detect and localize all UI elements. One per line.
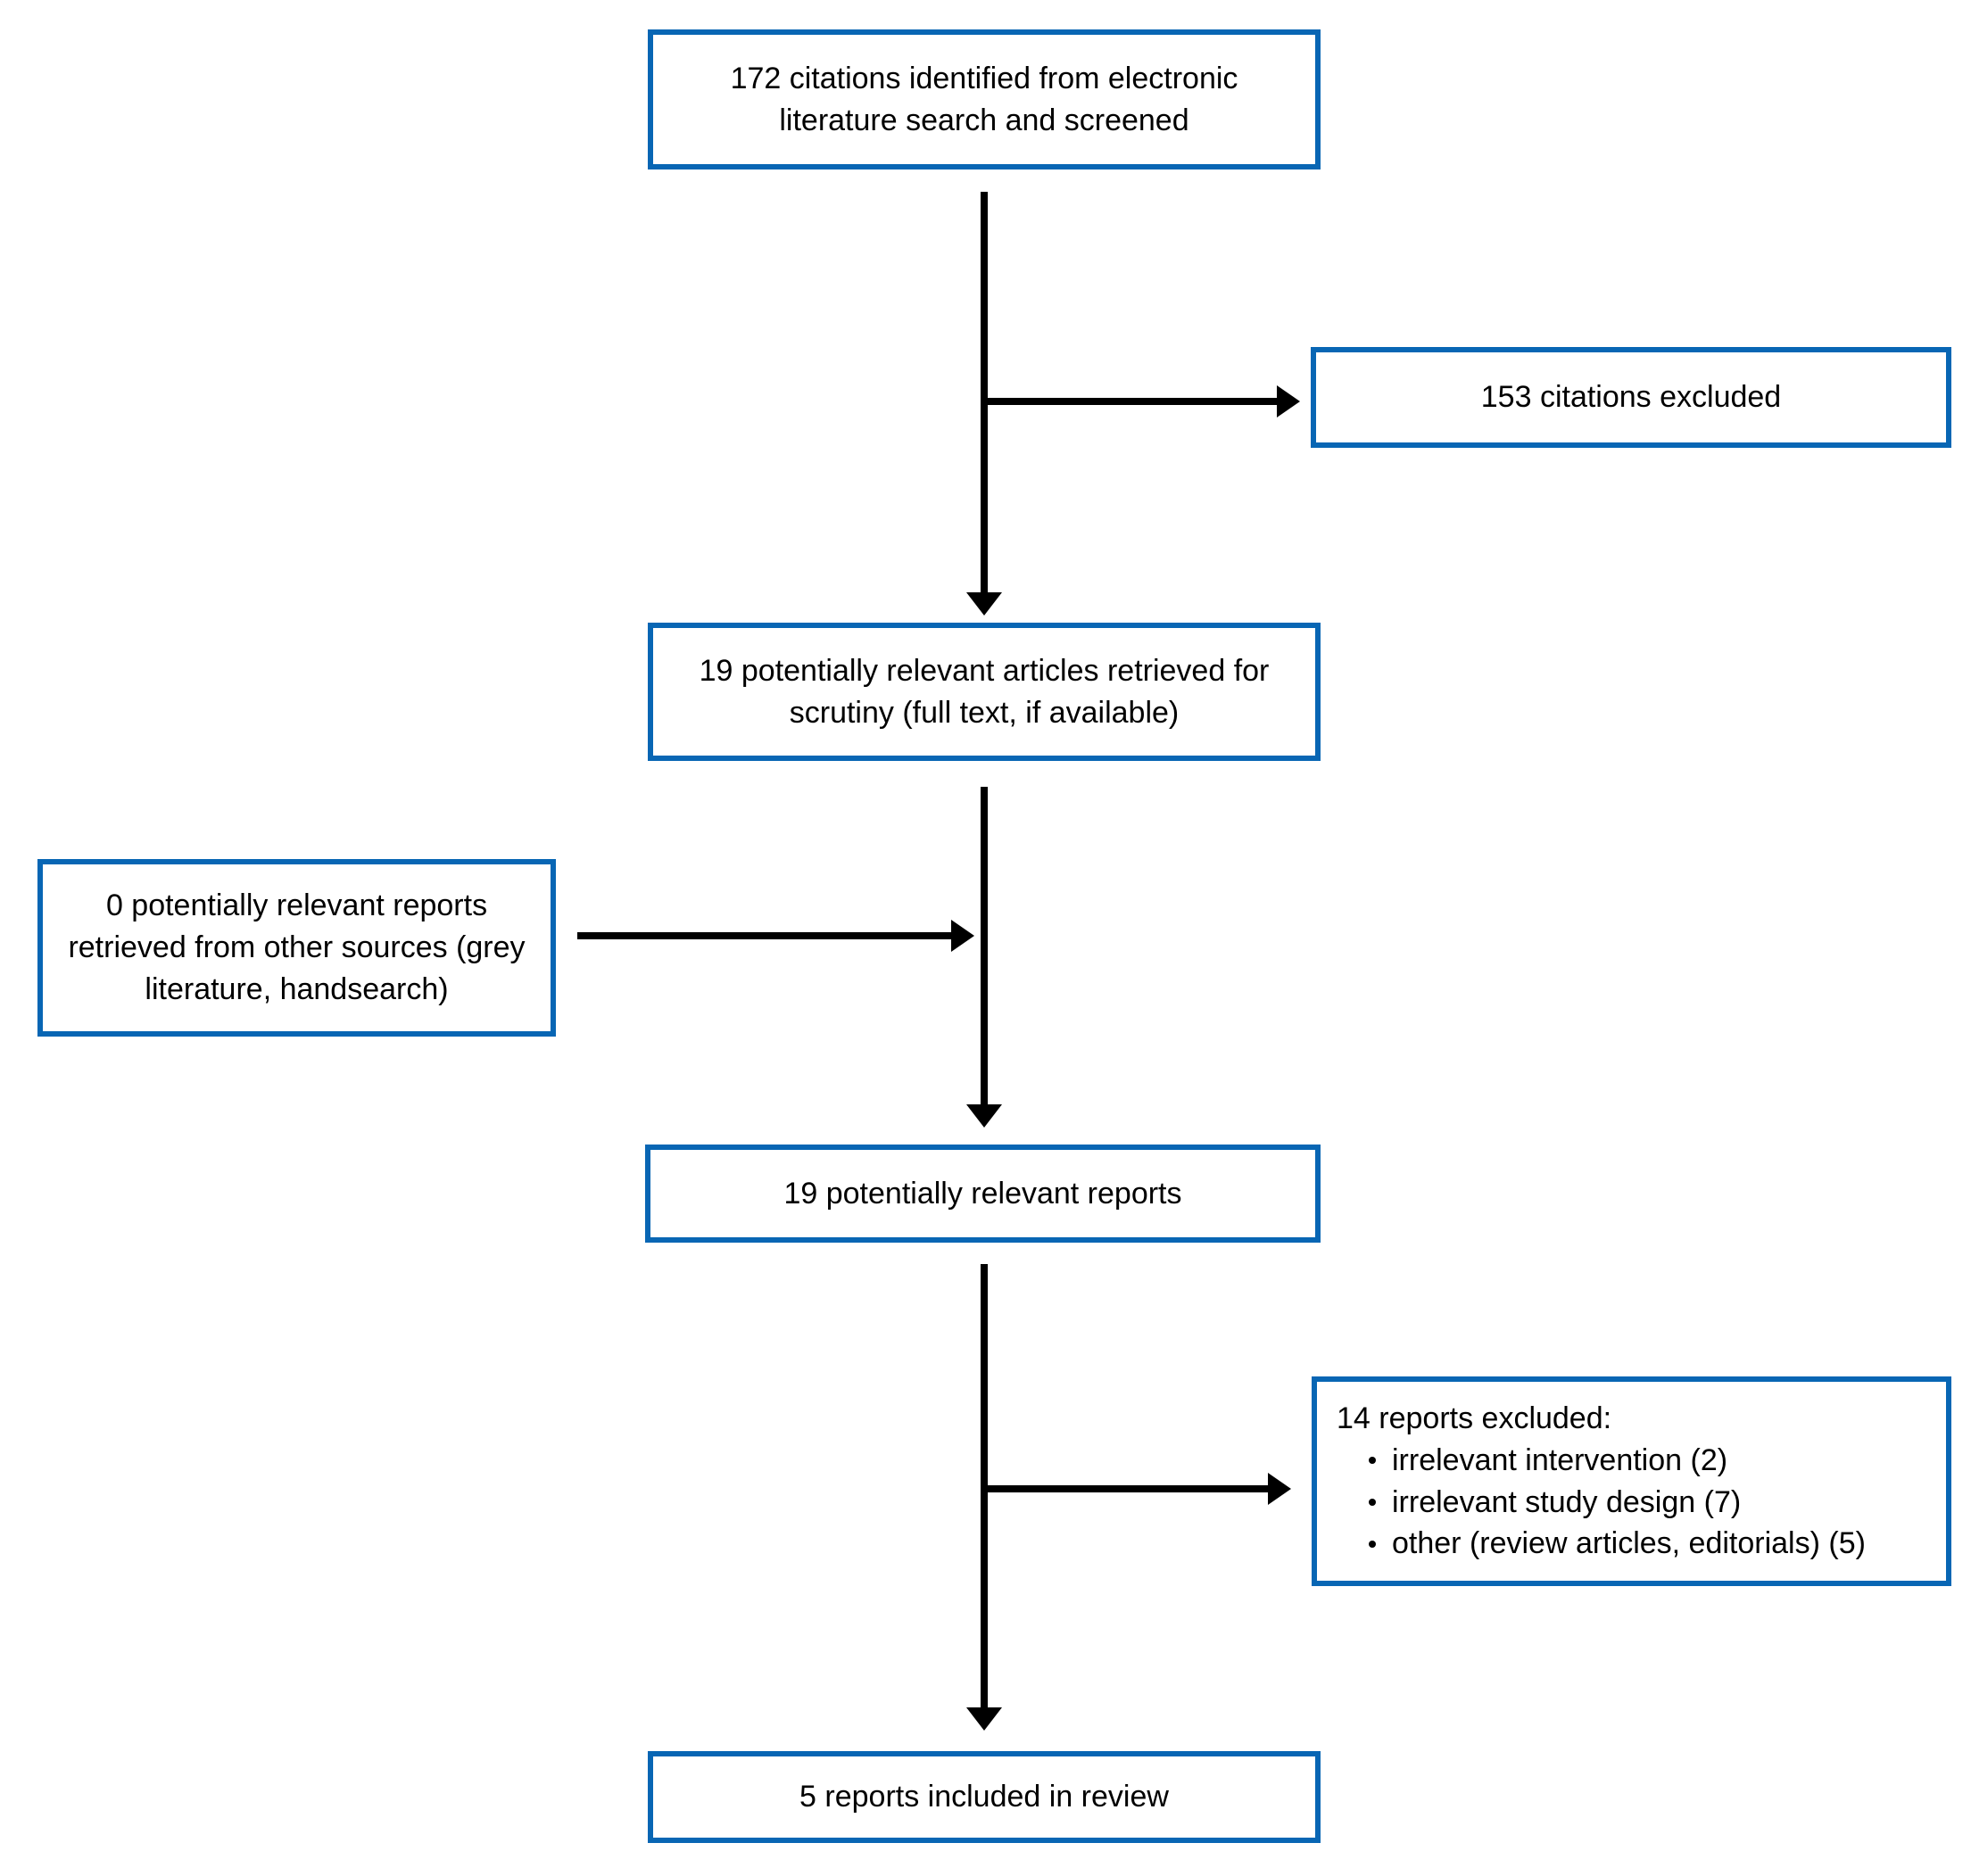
box-citations-identified-text: 172 citations identified from electronic… [730, 61, 1238, 137]
arrowhead-right-icon [1268, 1473, 1291, 1505]
excluded-reason-text: other (review articles, editorials) (5) [1392, 1526, 1866, 1561]
box-relevant-reports: 19 potentially relevant reports [645, 1145, 1321, 1243]
arrow-identified-to-retrieved [966, 192, 1002, 616]
arrow-relevant-to-included [966, 1264, 1002, 1731]
excluded-reason-text: irrelevant intervention (2) [1392, 1442, 1728, 1477]
bullet-icon [1369, 1498, 1376, 1506]
bullet-icon [1369, 1457, 1376, 1465]
box-citations-excluded-text: 153 citations excluded [1480, 380, 1782, 415]
box-citations-identified: 172 citations identified from electronic… [648, 29, 1321, 169]
arrow-branch-to-citations-excluded [984, 385, 1300, 417]
arrow-branch-to-reports-excluded [984, 1473, 1291, 1505]
arrow-other-sources-merge [577, 920, 974, 952]
arrowhead-right-icon [951, 920, 974, 952]
arrowhead-down-icon [966, 1707, 1002, 1731]
box-other-sources: 0 potentially relevant reports retrieved… [37, 859, 556, 1037]
box-citations-excluded: 153 citations excluded [1311, 347, 1951, 448]
box-reports-excluded-title: 14 reports excluded: [1337, 1401, 1612, 1435]
excluded-reason-item: irrelevant study design (7) [1369, 1482, 1741, 1524]
excluded-reason-text: irrelevant study design (7) [1392, 1484, 1742, 1519]
box-articles-retrieved-text: 19 potentially relevant articles retriev… [699, 653, 1270, 730]
excluded-reason-item: other (review articles, editorials) (5) [1369, 1523, 1866, 1565]
arrowhead-right-icon [1277, 385, 1300, 417]
excluded-reason-item: irrelevant intervention (2) [1369, 1440, 1727, 1482]
box-reports-included-text: 5 reports included in review [799, 1780, 1169, 1814]
arrowhead-down-icon [966, 592, 1002, 616]
box-other-sources-text: 0 potentially relevant reports retrieved… [68, 888, 526, 1006]
box-articles-retrieved: 19 potentially relevant articles retriev… [648, 623, 1321, 761]
box-reports-included: 5 reports included in review [648, 1751, 1321, 1843]
box-relevant-reports-text: 19 potentially relevant reports [783, 1176, 1182, 1211]
box-reports-excluded: 14 reports excluded: irrelevant interven… [1312, 1376, 1951, 1586]
arrowhead-down-icon [966, 1104, 1002, 1128]
bullet-icon [1369, 1540, 1376, 1548]
arrow-retrieved-to-relevant-reports [966, 787, 1002, 1128]
